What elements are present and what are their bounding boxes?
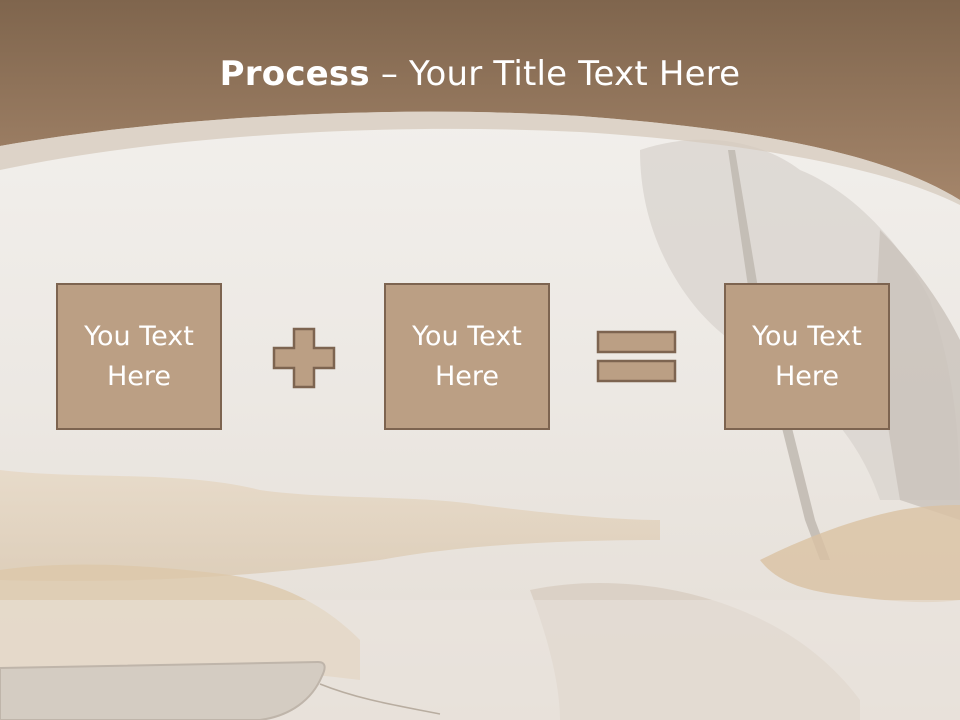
process-box-3[interactable]: You Text Here	[724, 283, 890, 430]
page-title: Process – Your Title Text Here	[0, 52, 960, 96]
title-rest: Your Title Text Here	[409, 54, 741, 94]
header-arc	[0, 111, 960, 205]
tree-trunk	[728, 150, 830, 560]
header-band	[0, 0, 960, 200]
left-bank	[0, 470, 660, 581]
process-box-2[interactable]: You Text Here	[384, 283, 550, 430]
right-bank	[760, 505, 960, 603]
tree-dark	[875, 230, 960, 520]
title-bold: Process	[219, 54, 370, 94]
boat-rope	[319, 683, 441, 715]
process-box-label: You Text Here	[752, 320, 862, 392]
process-box-1[interactable]: You Text Here	[56, 283, 222, 430]
boat	[0, 660, 326, 720]
process-box-label: You Text Here	[84, 320, 194, 392]
plus-icon	[272, 327, 336, 389]
equals-icon	[596, 330, 677, 383]
process-box-label: You Text Here	[412, 320, 522, 392]
title-dash: –	[369, 54, 410, 94]
